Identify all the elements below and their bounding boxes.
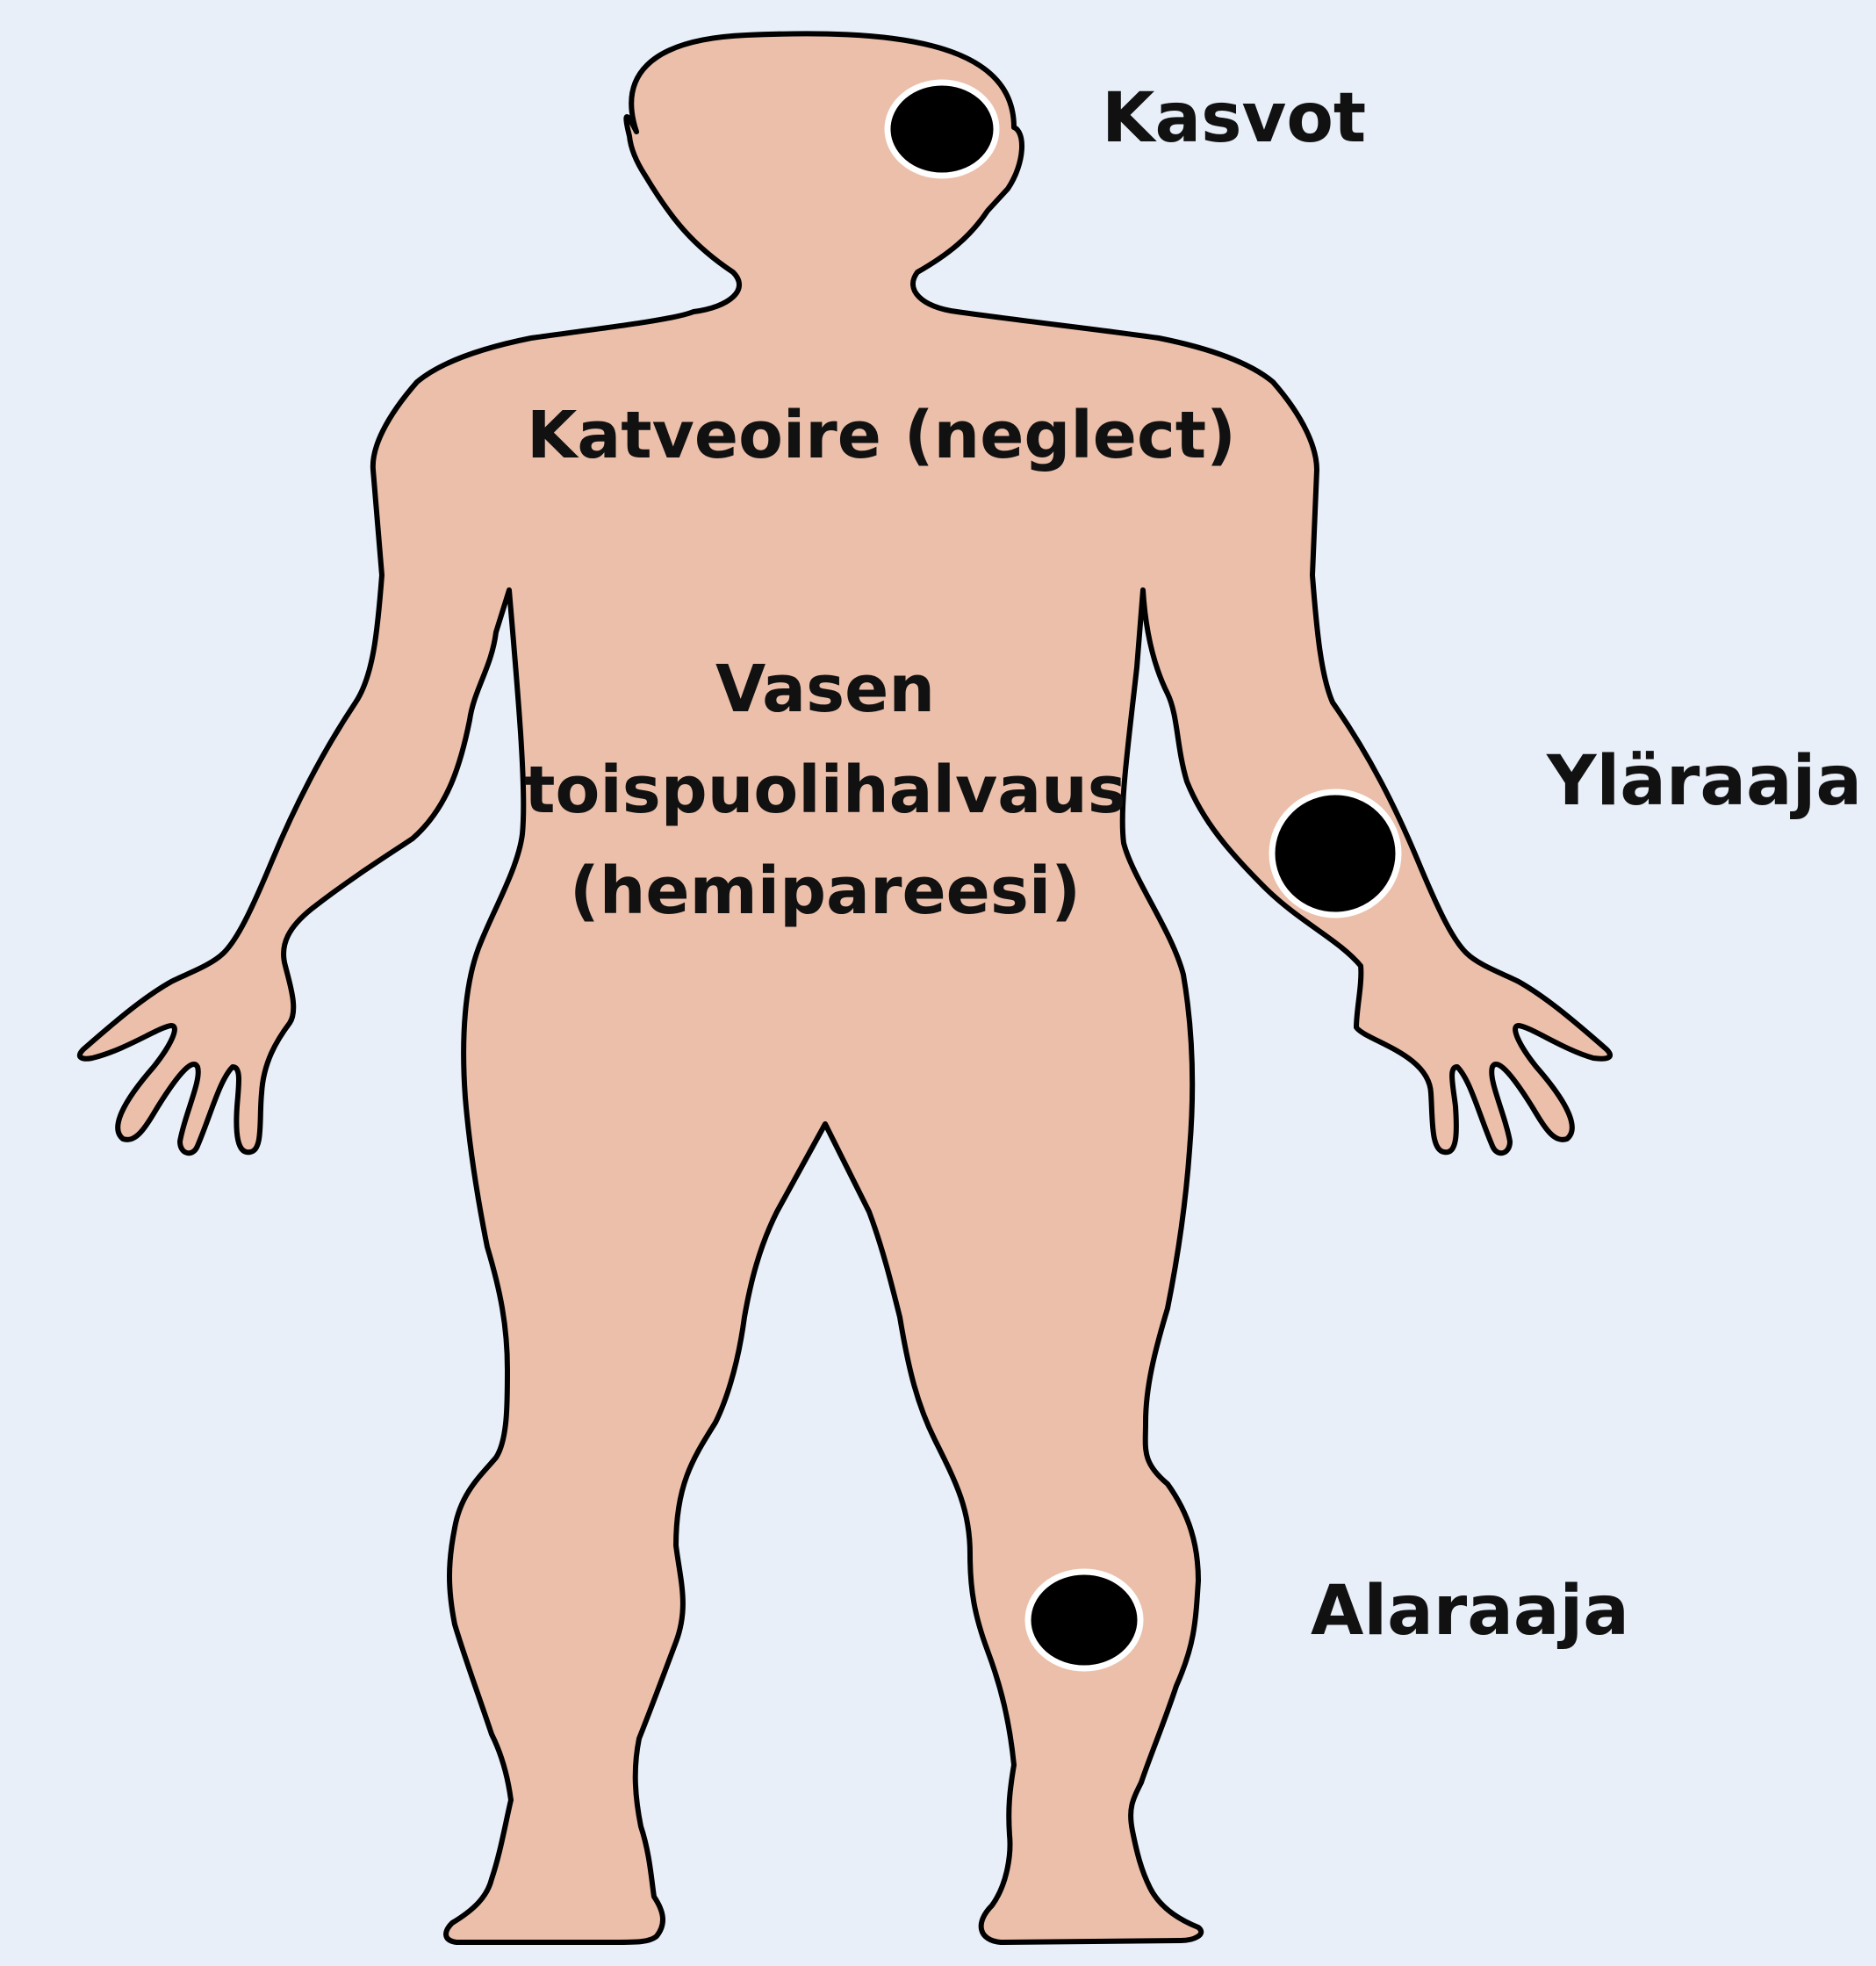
upper-limb-marker	[1272, 792, 1398, 915]
label-lower-limb: Alaraaja	[1311, 1576, 1629, 1648]
face-marker	[888, 83, 996, 176]
label-hemiparesis-line-3: (hemipareesi)	[492, 841, 1159, 942]
label-face: Kasvot	[1102, 83, 1366, 155]
label-hemiparesis: Vasen toispuolihalvaus (hemipareesi)	[492, 639, 1159, 942]
label-neglect: Katveoire (neglect)	[527, 402, 1236, 471]
label-upper-limb: Yläraaja	[1547, 746, 1862, 818]
label-hemiparesis-line-2: toispuolihalvaus	[492, 740, 1159, 841]
body-silhouette	[80, 33, 1610, 1942]
lower-limb-marker	[1028, 1572, 1140, 1668]
label-hemiparesis-line-1: Vasen	[492, 639, 1159, 740]
